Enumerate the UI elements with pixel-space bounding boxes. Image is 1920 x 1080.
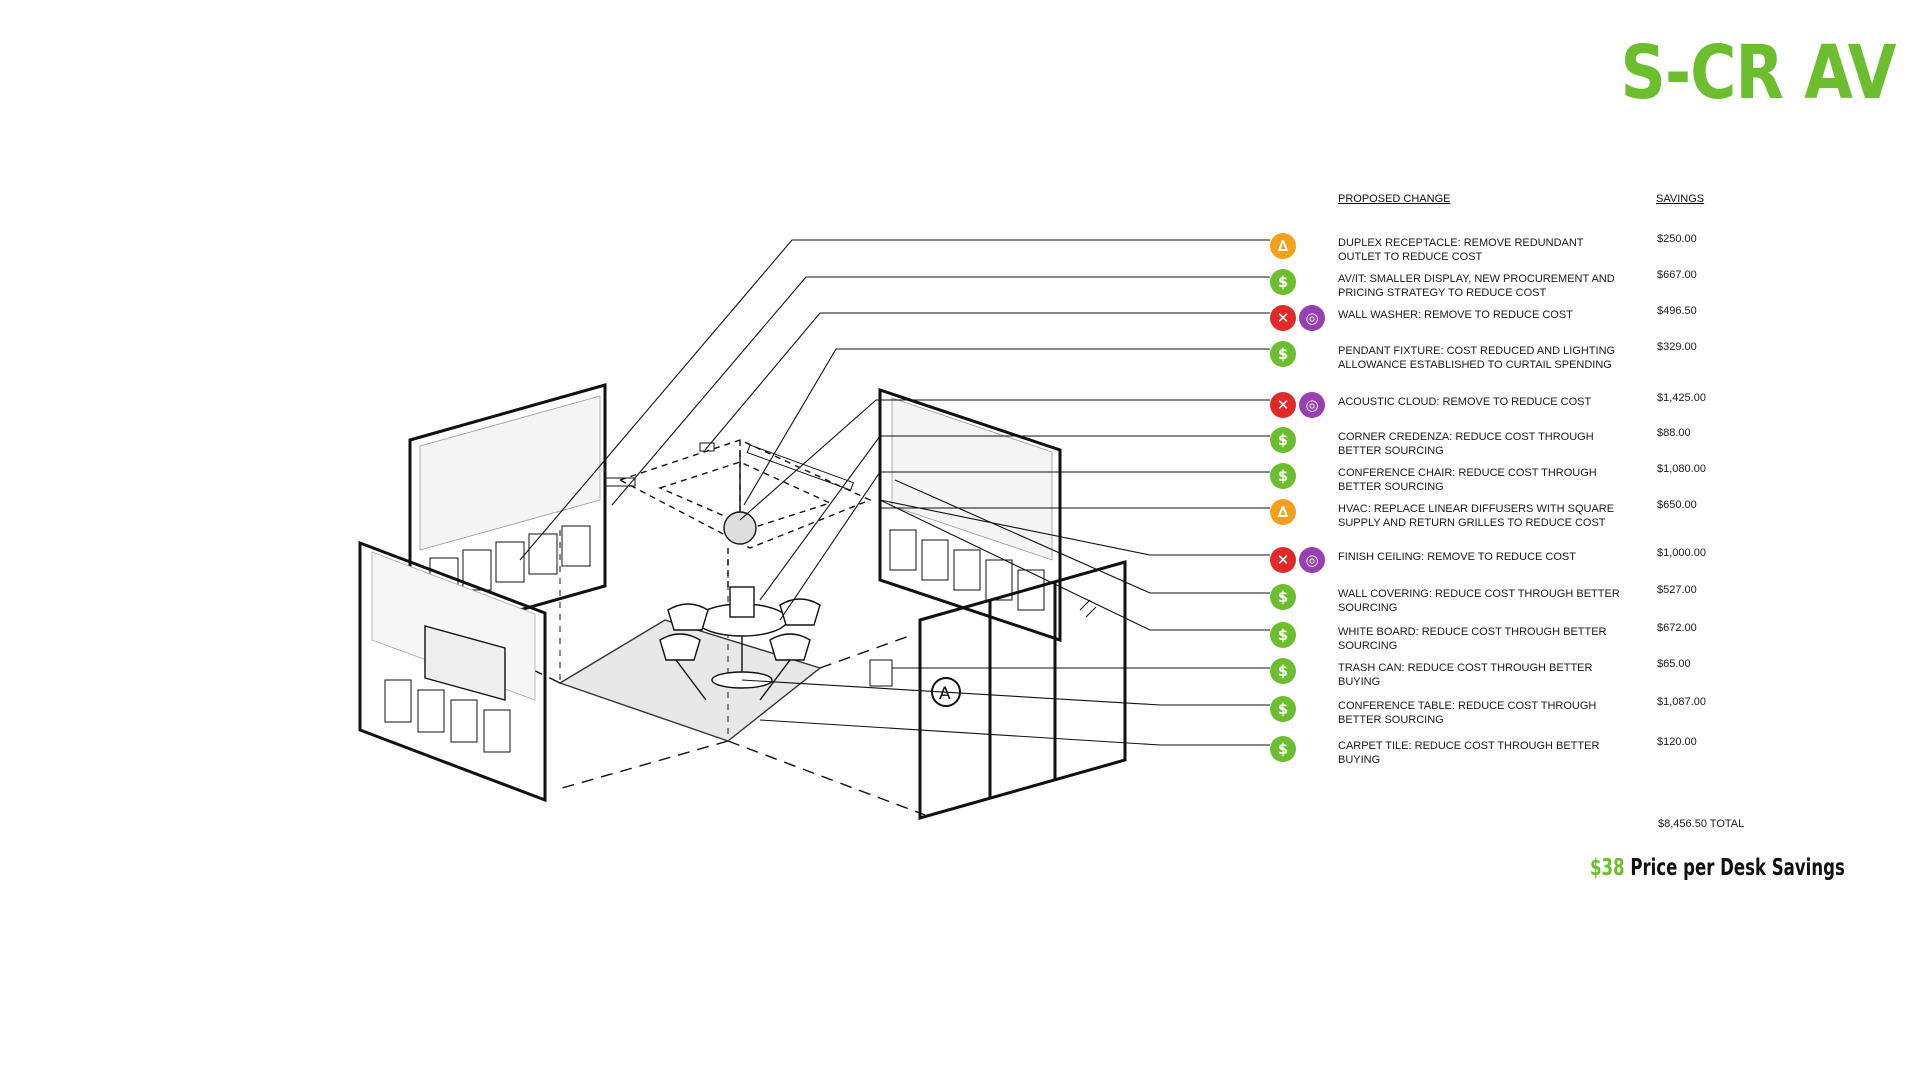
row-icons: $ <box>1270 736 1330 766</box>
change-description: CORNER CREDENZA: REDUCE COST THROUGH BET… <box>1338 431 1594 457</box>
pendant-light <box>723 511 757 545</box>
savings-amount: $88.00 <box>1657 427 1691 439</box>
change-description: AV/IT: SMALLER DISPLAY, NEW PROCUREMENT … <box>1338 273 1615 299</box>
list-item: $ PENDANT FIXTURE: COST REDUCED AND LIGHT… <box>1270 341 1910 375</box>
no-tool-icon: ✕ <box>1270 392 1296 418</box>
row-icons: ∆ <box>1270 499 1330 529</box>
row-icons: $ <box>1270 584 1330 614</box>
savings-amount: $329.00 <box>1657 341 1697 353</box>
savings-amount: $65.00 <box>1657 658 1691 670</box>
desk-savings-label: Price per Desk Savings <box>1624 855 1845 881</box>
dollar-icon: $ <box>1270 658 1296 684</box>
ceiling-outline <box>618 439 872 549</box>
savings-amount: $1,425.00 <box>1657 392 1706 404</box>
target-icon: ◎ <box>1299 392 1325 418</box>
change-description: WALL COVERING: REDUCE COST THROUGH BETTE… <box>1338 588 1620 614</box>
row-icons: $ <box>1270 622 1330 652</box>
credenza <box>729 586 755 618</box>
savings-amount: $667.00 <box>1657 269 1697 281</box>
savings-amount: $650.00 <box>1657 499 1697 511</box>
total-savings: $8,456.50 TOTAL <box>1658 818 1745 830</box>
svg-text:A: A <box>939 684 951 704</box>
row-icons: $ <box>1270 696 1330 726</box>
list-item: $ CONFERENCE TABLE: REDUCE COST THROUGH B… <box>1270 696 1910 730</box>
list-item: $ AV/IT: SMALLER DISPLAY, NEW PROCUREMENT… <box>1270 269 1910 303</box>
trash-can <box>869 659 893 687</box>
change-description: CONFERENCE CHAIR: REDUCE COST THROUGH BE… <box>1338 467 1597 493</box>
savings-amount: $496.50 <box>1657 305 1697 317</box>
change-description: CARPET TILE: REDUCE COST THROUGH BETTER … <box>1338 740 1600 766</box>
no-tool-icon: ✕ <box>1270 305 1296 331</box>
row-icons: $ <box>1270 427 1330 457</box>
change-description: FINISH CEILING: REMOVE TO REDUCE COST <box>1338 551 1576 563</box>
change-description: TRASH CAN: REDUCE COST THROUGH BETTER BU… <box>1338 662 1593 688</box>
list-item: ∆ DUPLEX RECEPTACLE: REMOVE REDUNDANT OUT… <box>1270 233 1910 267</box>
list-item: ✕◎ WALL WASHER: REMOVE TO REDUCE COST $496… <box>1270 305 1910 339</box>
display-screen <box>424 625 506 701</box>
list-item: $ TRASH CAN: REDUCE COST THROUGH BETTER B… <box>1270 658 1910 692</box>
list-item: $ CONFERENCE CHAIR: REDUCE COST THROUGH B… <box>1270 463 1910 497</box>
change-description: ACOUSTIC CLOUD: REMOVE TO REDUCE COST <box>1338 396 1592 408</box>
change-description: WHITE BOARD: REDUCE COST THROUGH BETTER … <box>1338 626 1607 652</box>
row-icons: ✕◎ <box>1270 547 1330 577</box>
compass-icon: ∆ <box>1270 233 1296 259</box>
row-icons: $ <box>1270 658 1330 688</box>
dollar-icon: $ <box>1270 696 1296 722</box>
change-description: WALL WASHER: REMOVE TO REDUCE COST <box>1338 309 1573 321</box>
back-right-wall <box>878 387 1062 643</box>
list-item: ✕◎ ACOUSTIC CLOUD: REMOVE TO REDUCE COST $… <box>1270 392 1910 426</box>
compass-icon: ∆ <box>1270 499 1296 525</box>
savings-amount: $527.00 <box>1657 584 1697 596</box>
row-icons: ✕◎ <box>1270 305 1330 335</box>
row-icons: ∆ <box>1270 233 1330 263</box>
change-description: CONFERENCE TABLE: REDUCE COST THROUGH BE… <box>1338 700 1597 726</box>
savings-amount: $672.00 <box>1657 622 1697 634</box>
chair <box>667 603 709 631</box>
door-tag-a <box>931 677 961 707</box>
row-icons: $ <box>1270 341 1330 371</box>
front-left-wall <box>358 540 547 803</box>
page-title: S-CR AV <box>1620 30 1897 116</box>
header-savings: SAVINGS <box>1656 193 1705 205</box>
dollar-icon: $ <box>1270 269 1296 295</box>
list-item: $ WALL COVERING: REDUCE COST THROUGH BETT… <box>1270 584 1910 618</box>
list-item: $ WHITE BOARD: REDUCE COST THROUGH BETTER… <box>1270 622 1910 656</box>
dollar-icon: $ <box>1270 341 1296 367</box>
change-description: PENDANT FIXTURE: COST REDUCED AND LIGHTI… <box>1338 345 1616 371</box>
target-icon: ◎ <box>1299 305 1325 331</box>
savings-amount: $1,087.00 <box>1657 696 1706 708</box>
row-icons: ✕◎ <box>1270 392 1330 422</box>
savings-amount: $1,080.00 <box>1657 463 1706 475</box>
change-description: HVAC: REPLACE LINEAR DIFFUSERS WITH SQUA… <box>1338 503 1615 529</box>
no-tool-icon: ✕ <box>1270 547 1296 573</box>
row-icons: $ <box>1270 463 1330 493</box>
savings-amount: $1,000.00 <box>1657 547 1706 559</box>
list-item: ∆ HVAC: REPLACE LINEAR DIFFUSERS WITH SQU… <box>1270 499 1910 533</box>
dollar-icon: $ <box>1270 463 1296 489</box>
desk-savings-amount: $38 <box>1590 855 1625 881</box>
list-item: $ CARPET TILE: REDUCE COST THROUGH BETTER… <box>1270 736 1910 770</box>
target-icon: ◎ <box>1299 547 1325 573</box>
savings-amount: $120.00 <box>1657 736 1697 748</box>
savings-amount: $250.00 <box>1657 233 1697 245</box>
dollar-icon: $ <box>1270 427 1296 453</box>
dollar-icon: $ <box>1270 584 1296 610</box>
dollar-icon: $ <box>1270 736 1296 762</box>
leader-lines <box>519 239 1270 746</box>
row-icons: $ <box>1270 269 1330 299</box>
glass-wall <box>918 560 1127 820</box>
header-proposed-change: PROPOSED CHANGE <box>1338 193 1451 205</box>
list-item: $ CORNER CREDENZA: REDUCE COST THROUGH BE… <box>1270 427 1910 461</box>
price-per-desk-savings: $38 Price per Desk Savings <box>1590 855 1845 881</box>
change-description: DUPLEX RECEPTACLE: REMOVE REDUNDANT OUTL… <box>1338 237 1584 263</box>
list-item: ✕◎ FINISH CEILING: REMOVE TO REDUCE COST $… <box>1270 547 1910 581</box>
dollar-icon: $ <box>1270 622 1296 648</box>
